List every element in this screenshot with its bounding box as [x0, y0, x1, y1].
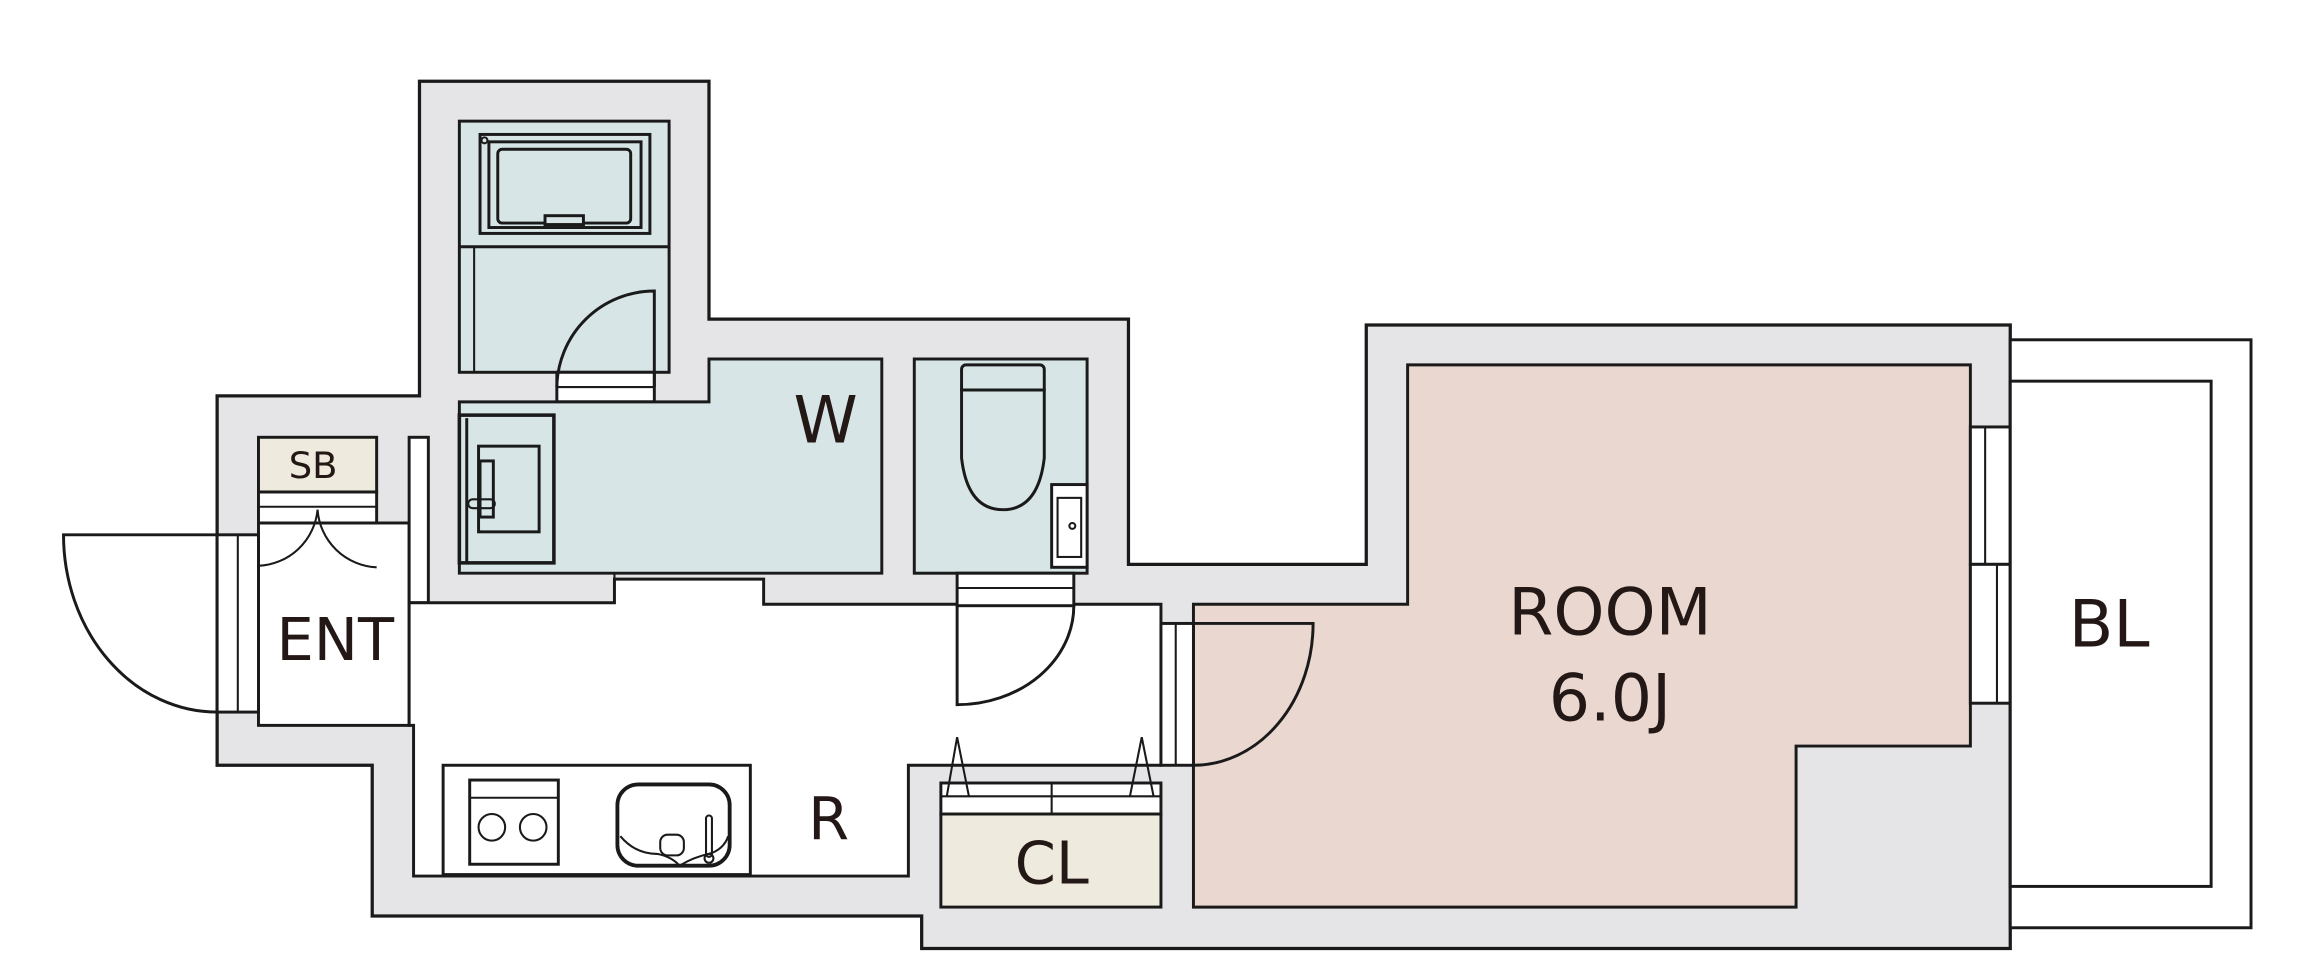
balcony	[2008, 379, 2213, 888]
room-size-label: 6.0J	[1549, 661, 1672, 736]
front-door-swing[interactable]	[62, 533, 218, 714]
shoe-box-door-left[interactable]	[258, 509, 319, 567]
room-door-frame	[1159, 621, 1195, 767]
kitchen-label: R	[808, 784, 849, 853]
room-door-swing[interactable]	[1193, 621, 1315, 767]
washroom-label: W	[794, 384, 858, 459]
handwash-basin	[1056, 496, 1083, 558]
washroom	[457, 357, 884, 575]
closet-door-fold-right[interactable]	[1128, 736, 1155, 797]
pipe-shaft	[407, 435, 430, 605]
shoe-box-door-right[interactable]	[316, 509, 377, 569]
faucet-icon	[467, 498, 496, 510]
sliding-window-panel[interactable]	[1968, 425, 2012, 566]
closet-label: CL	[1015, 828, 1089, 897]
toilet-bowl[interactable]	[960, 388, 1046, 512]
sink-drain	[659, 833, 685, 857]
sliding-window-panel[interactable]	[1968, 562, 2012, 705]
bathtub-drain	[543, 214, 585, 227]
closet-door-fold-left[interactable]	[945, 736, 970, 797]
bathtub-basin[interactable]	[496, 147, 633, 225]
faucet-knob	[703, 852, 715, 864]
entrance-label: ENT	[276, 605, 395, 674]
toilet-door-threshold	[955, 571, 1076, 608]
sink-basin	[619, 835, 730, 868]
sink[interactable]	[615, 782, 732, 868]
shoe-box-label: SB	[289, 444, 338, 487]
vanity-faucet	[478, 459, 495, 519]
shoe-box[interactable]	[257, 435, 379, 494]
room-label: ROOM	[1508, 576, 1712, 651]
balcony-label: BL	[2069, 587, 2150, 662]
faucet-icon	[704, 814, 713, 858]
stove[interactable]	[468, 778, 560, 866]
closet[interactable]	[939, 812, 1163, 909]
burner-icon	[518, 812, 548, 842]
faucet-icon	[480, 136, 489, 145]
bath-door-swing[interactable]	[555, 289, 656, 388]
toilet-door-swing[interactable]	[955, 605, 1076, 707]
drain-icon	[1068, 521, 1077, 530]
burner-icon	[477, 812, 507, 842]
